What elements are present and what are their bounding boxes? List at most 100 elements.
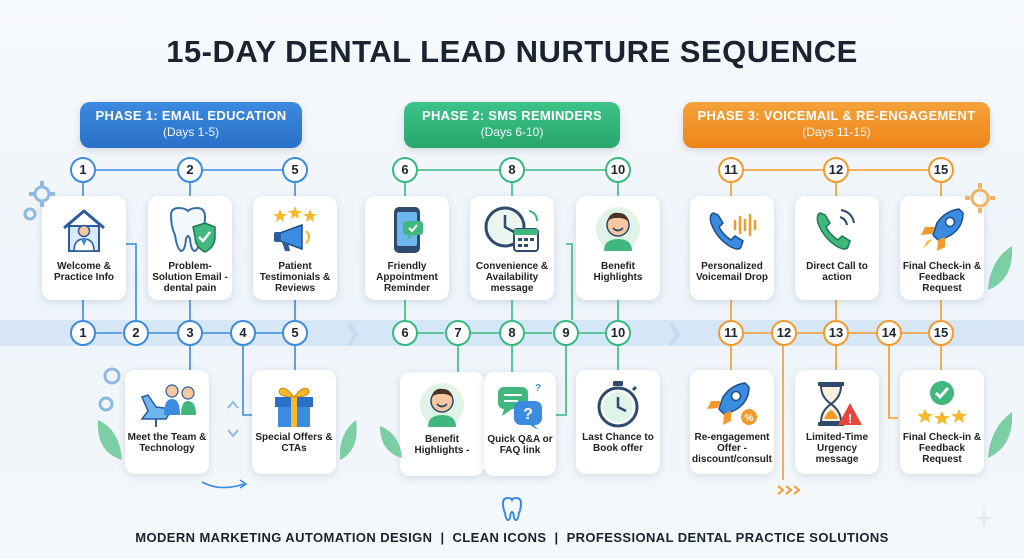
- leaf-icon: [988, 412, 1013, 458]
- curved-arrow-icon: [201, 479, 248, 489]
- leaf-icon: [339, 420, 357, 460]
- timeline-day-marker: 10: [605, 320, 631, 346]
- svg-text:!: !: [848, 411, 852, 426]
- timeline-day-marker: 5: [282, 320, 308, 346]
- tooth-logo-icon: [499, 496, 525, 527]
- footer-tagline: MODERN MARKETING AUTOMATION DESIGN | CLE…: [135, 530, 889, 545]
- phase-3-name: PHASE 3: VOICEMAIL & RE-ENGAGEMENT: [697, 108, 976, 123]
- timeline-day-marker: 8: [499, 320, 525, 346]
- chat-question-icon: ? ?: [484, 380, 556, 432]
- step-label: Special Offers & CTAs: [255, 432, 333, 454]
- timeline-day-marker: 6: [392, 320, 418, 346]
- timeline-day-marker: 2: [123, 320, 149, 346]
- rocket-icon: [900, 204, 984, 256]
- megaphone-stars-icon: [253, 204, 337, 256]
- day-marker-top: 12: [823, 157, 849, 183]
- step-label: Problem-Solution Email - dental pain: [152, 261, 228, 294]
- gear-icon: [98, 367, 121, 412]
- step-card-convenience: Convenience & Availability message: [470, 196, 554, 300]
- step-label: Re-engagement Offer - discount/consult: [692, 432, 772, 465]
- page-title: 15-DAY DENTAL LEAD NURTURE SEQUENCE: [166, 34, 858, 69]
- timeline-day-marker: 1: [70, 320, 96, 346]
- smartphone-icon: [365, 204, 449, 256]
- timeline-day-marker: 15: [928, 320, 954, 346]
- clock-calendar-icon: [470, 204, 554, 256]
- step-label: Final Check-in & Feedback Request: [902, 261, 982, 294]
- timeline-day-marker: 3: [177, 320, 203, 346]
- phase-2-days: (Days 6-10): [480, 125, 544, 139]
- day-marker-top: 1: [70, 157, 96, 183]
- step-card-direct-call: Direct Call to action: [795, 196, 879, 300]
- step-card-final-checkin: Final Check-in & Feedback Request: [900, 196, 984, 300]
- day-marker-top: 5: [282, 157, 308, 183]
- chevron-arrow-icon: ❯: [665, 320, 684, 345]
- step-card-problem-solution: Problem-Solution Email - dental pain: [148, 196, 232, 300]
- day-marker-top: 2: [177, 157, 203, 183]
- gear-icon: [23, 181, 55, 221]
- step-card-testimonials: Patient Testimonials & Reviews: [253, 196, 337, 300]
- double-chevron-icon: [777, 485, 801, 495]
- phase-3-days: (Days 11-15): [802, 125, 871, 139]
- timeline-day-marker: 4: [230, 320, 256, 346]
- step-label: Benefit Highlights -: [414, 434, 470, 456]
- stopwatch-icon: [576, 378, 660, 430]
- step-label: Personalized Voicemail Drop: [695, 261, 769, 283]
- chevron-arrow-icon: ❯: [343, 320, 362, 345]
- phone-call-icon: [795, 204, 879, 256]
- step-label: Limited-Time Urgency message: [805, 432, 869, 465]
- step-label: Benefit Highlights: [593, 261, 643, 283]
- phone-voicemail-icon: [690, 204, 774, 256]
- double-chevron-icon: [227, 400, 239, 438]
- step-card-re-engagement: % Re-engagement Offer - discount/consult: [690, 370, 774, 474]
- timeline-day-marker: 11: [718, 320, 744, 346]
- step-label: Patient Testimonials & Reviews: [259, 261, 331, 294]
- step-card-benefit-highlights-2: Benefit Highlights -: [400, 372, 484, 476]
- day-marker-top: 11: [718, 157, 744, 183]
- gift-icon: [252, 378, 336, 430]
- timeline-day-marker: 12: [771, 320, 797, 346]
- step-label: Convenience & Availability message: [475, 261, 549, 294]
- phase-2-name: PHASE 2: SMS REMINDERS: [422, 108, 602, 123]
- step-card-final-checkin-2: Final Check-in & Feedback Request: [900, 370, 984, 474]
- dental-team-icon: [125, 378, 209, 430]
- svg-text:%: %: [745, 413, 754, 424]
- house-doctor-icon: [42, 204, 126, 256]
- step-label: Friendly Appointment Reminder: [376, 261, 438, 294]
- step-label: Meet the Team & Technology: [127, 432, 207, 454]
- svg-text:?: ?: [523, 406, 533, 423]
- svg-text:?: ?: [535, 383, 541, 394]
- step-label: Quick Q&A or FAQ link: [487, 434, 553, 456]
- smiling-person-icon: [400, 380, 484, 432]
- step-card-faq: ? ? Quick Q&A or FAQ link: [484, 372, 556, 476]
- day-marker-top: 15: [928, 157, 954, 183]
- step-label: Last Chance to Book offer: [582, 432, 654, 454]
- timeline-day-marker: 14: [876, 320, 902, 346]
- timeline-day-marker: 13: [823, 320, 849, 346]
- step-card-appointment-reminder: Friendly Appointment Reminder: [365, 196, 449, 300]
- gear-icon: [965, 183, 995, 213]
- leaf-icon: [97, 420, 122, 460]
- phase-2-header: PHASE 2: SMS REMINDERS (Days 6-10): [404, 102, 620, 148]
- step-card-benefit-highlights: Benefit Highlights: [576, 196, 660, 300]
- step-card-limited-time: ! Limited-Time Urgency message: [795, 370, 879, 474]
- day-marker-top: 8: [499, 157, 525, 183]
- phase-3-header: PHASE 3: VOICEMAIL & RE-ENGAGEMENT (Days…: [683, 102, 990, 148]
- step-card-voicemail: Personalized Voicemail Drop: [690, 196, 774, 300]
- step-label: Welcome & Practice Info: [53, 261, 115, 283]
- phase-1-header: PHASE 1: EMAIL EDUCATION (Days 1-5): [80, 102, 302, 148]
- step-card-last-chance: Last Chance to Book offer: [576, 370, 660, 474]
- day-marker-top: 6: [392, 157, 418, 183]
- step-card-welcome: Welcome & Practice Info: [42, 196, 126, 300]
- leaf-icon: [988, 246, 1013, 290]
- tooth-shield-icon: [148, 204, 232, 256]
- leaf-icon: [380, 426, 402, 458]
- step-label: Direct Call to action: [806, 261, 868, 283]
- phase-1-days: (Days 1-5): [162, 125, 219, 139]
- check-stars-icon: [900, 378, 984, 430]
- timeline-day-marker: 9: [553, 320, 579, 346]
- step-label: Final Check-in & Feedback Request: [902, 432, 982, 465]
- rocket-discount-icon: %: [690, 378, 774, 430]
- timeline-day-marker: 7: [445, 320, 471, 346]
- hourglass-warning-icon: !: [795, 378, 879, 430]
- sparkle-icon: [973, 507, 995, 529]
